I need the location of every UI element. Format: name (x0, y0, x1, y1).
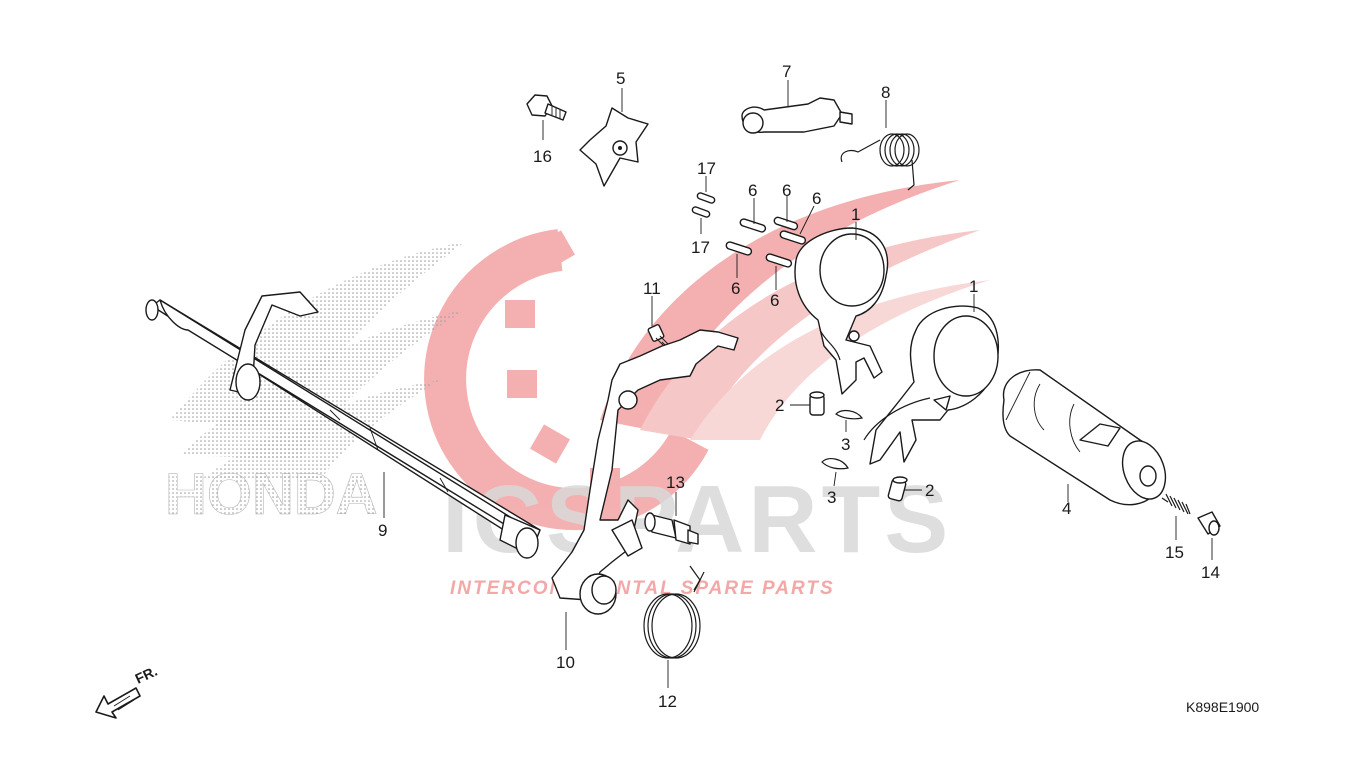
part-3-clip-upper (835, 409, 864, 420)
part-3-clip-lower (821, 458, 849, 470)
label-part-6-c: 6 (812, 189, 821, 208)
label-part-11: 11 (643, 279, 661, 298)
part-10-gearshift-arm (551, 329, 739, 615)
watermark-honda-wing: HONDA (165, 242, 465, 527)
label-part-5: 5 (616, 69, 625, 88)
label-part-6-b: 6 (782, 181, 791, 200)
front-indicator-text: FR. (133, 663, 160, 687)
label-part-13: 13 (666, 473, 685, 492)
part-1-shift-fork-upper (794, 227, 889, 395)
label-part-2-lower: 2 (925, 481, 934, 500)
label-part-2-upper: 2 (775, 396, 784, 415)
leader-lines (383, 80, 1213, 688)
label-part-12: 12 (658, 692, 677, 711)
part-4-shift-drum (1002, 369, 1167, 506)
label-part-9: 9 (378, 521, 387, 540)
label-part-15: 15 (1165, 543, 1184, 562)
label-part-3-lower: 3 (827, 488, 836, 507)
label-part-14: 14 (1201, 563, 1220, 582)
label-part-16: 16 (533, 147, 552, 166)
watermark-tagline: INTERCONTINENTAL SPARE PARTS (450, 578, 835, 599)
part-5-shift-drum-stopper-plate (579, 107, 649, 187)
diagram-code: K898E1900 (1186, 699, 1259, 715)
part-1-shift-fork-lower (863, 305, 999, 465)
part-2-guide-pin-lower (887, 476, 908, 502)
part-7-stopper-arm (741, 97, 853, 134)
label-part-4: 4 (1062, 499, 1071, 518)
label-part-3-upper: 3 (841, 435, 850, 454)
part-9-gearshift-spindle (145, 291, 541, 559)
watermark-honda-text: HONDA (165, 462, 378, 527)
front-direction-arrow: FR. (95, 663, 160, 719)
label-part-1-lower: 1 (969, 277, 978, 296)
part-2-guide-pin-upper (809, 391, 825, 416)
part-15-spring (1161, 493, 1191, 515)
part-16-bolt (526, 94, 567, 121)
label-part-6-e: 6 (770, 291, 779, 310)
part-13-bolt (644, 512, 699, 545)
part-8-stopper-arm-spring (840, 133, 920, 191)
callout-labels: 5 16 7 8 17 17 6 6 6 6 6 1 1 11 2 3 3 2 … (378, 62, 1220, 711)
label-part-1-upper: 1 (851, 205, 860, 224)
label-part-6-a: 6 (748, 181, 757, 200)
part-6-fork-pins (725, 216, 807, 268)
part-12-return-spring (643, 565, 705, 659)
label-part-10: 10 (556, 653, 575, 672)
label-part-8: 8 (881, 83, 890, 102)
part-17-dowel-pins (691, 192, 716, 218)
label-part-17-lower: 17 (691, 238, 710, 257)
part-14-cap (1197, 511, 1221, 536)
label-part-6-d: 6 (731, 279, 740, 298)
label-part-17-upper: 17 (697, 159, 716, 178)
label-part-7: 7 (782, 62, 791, 81)
